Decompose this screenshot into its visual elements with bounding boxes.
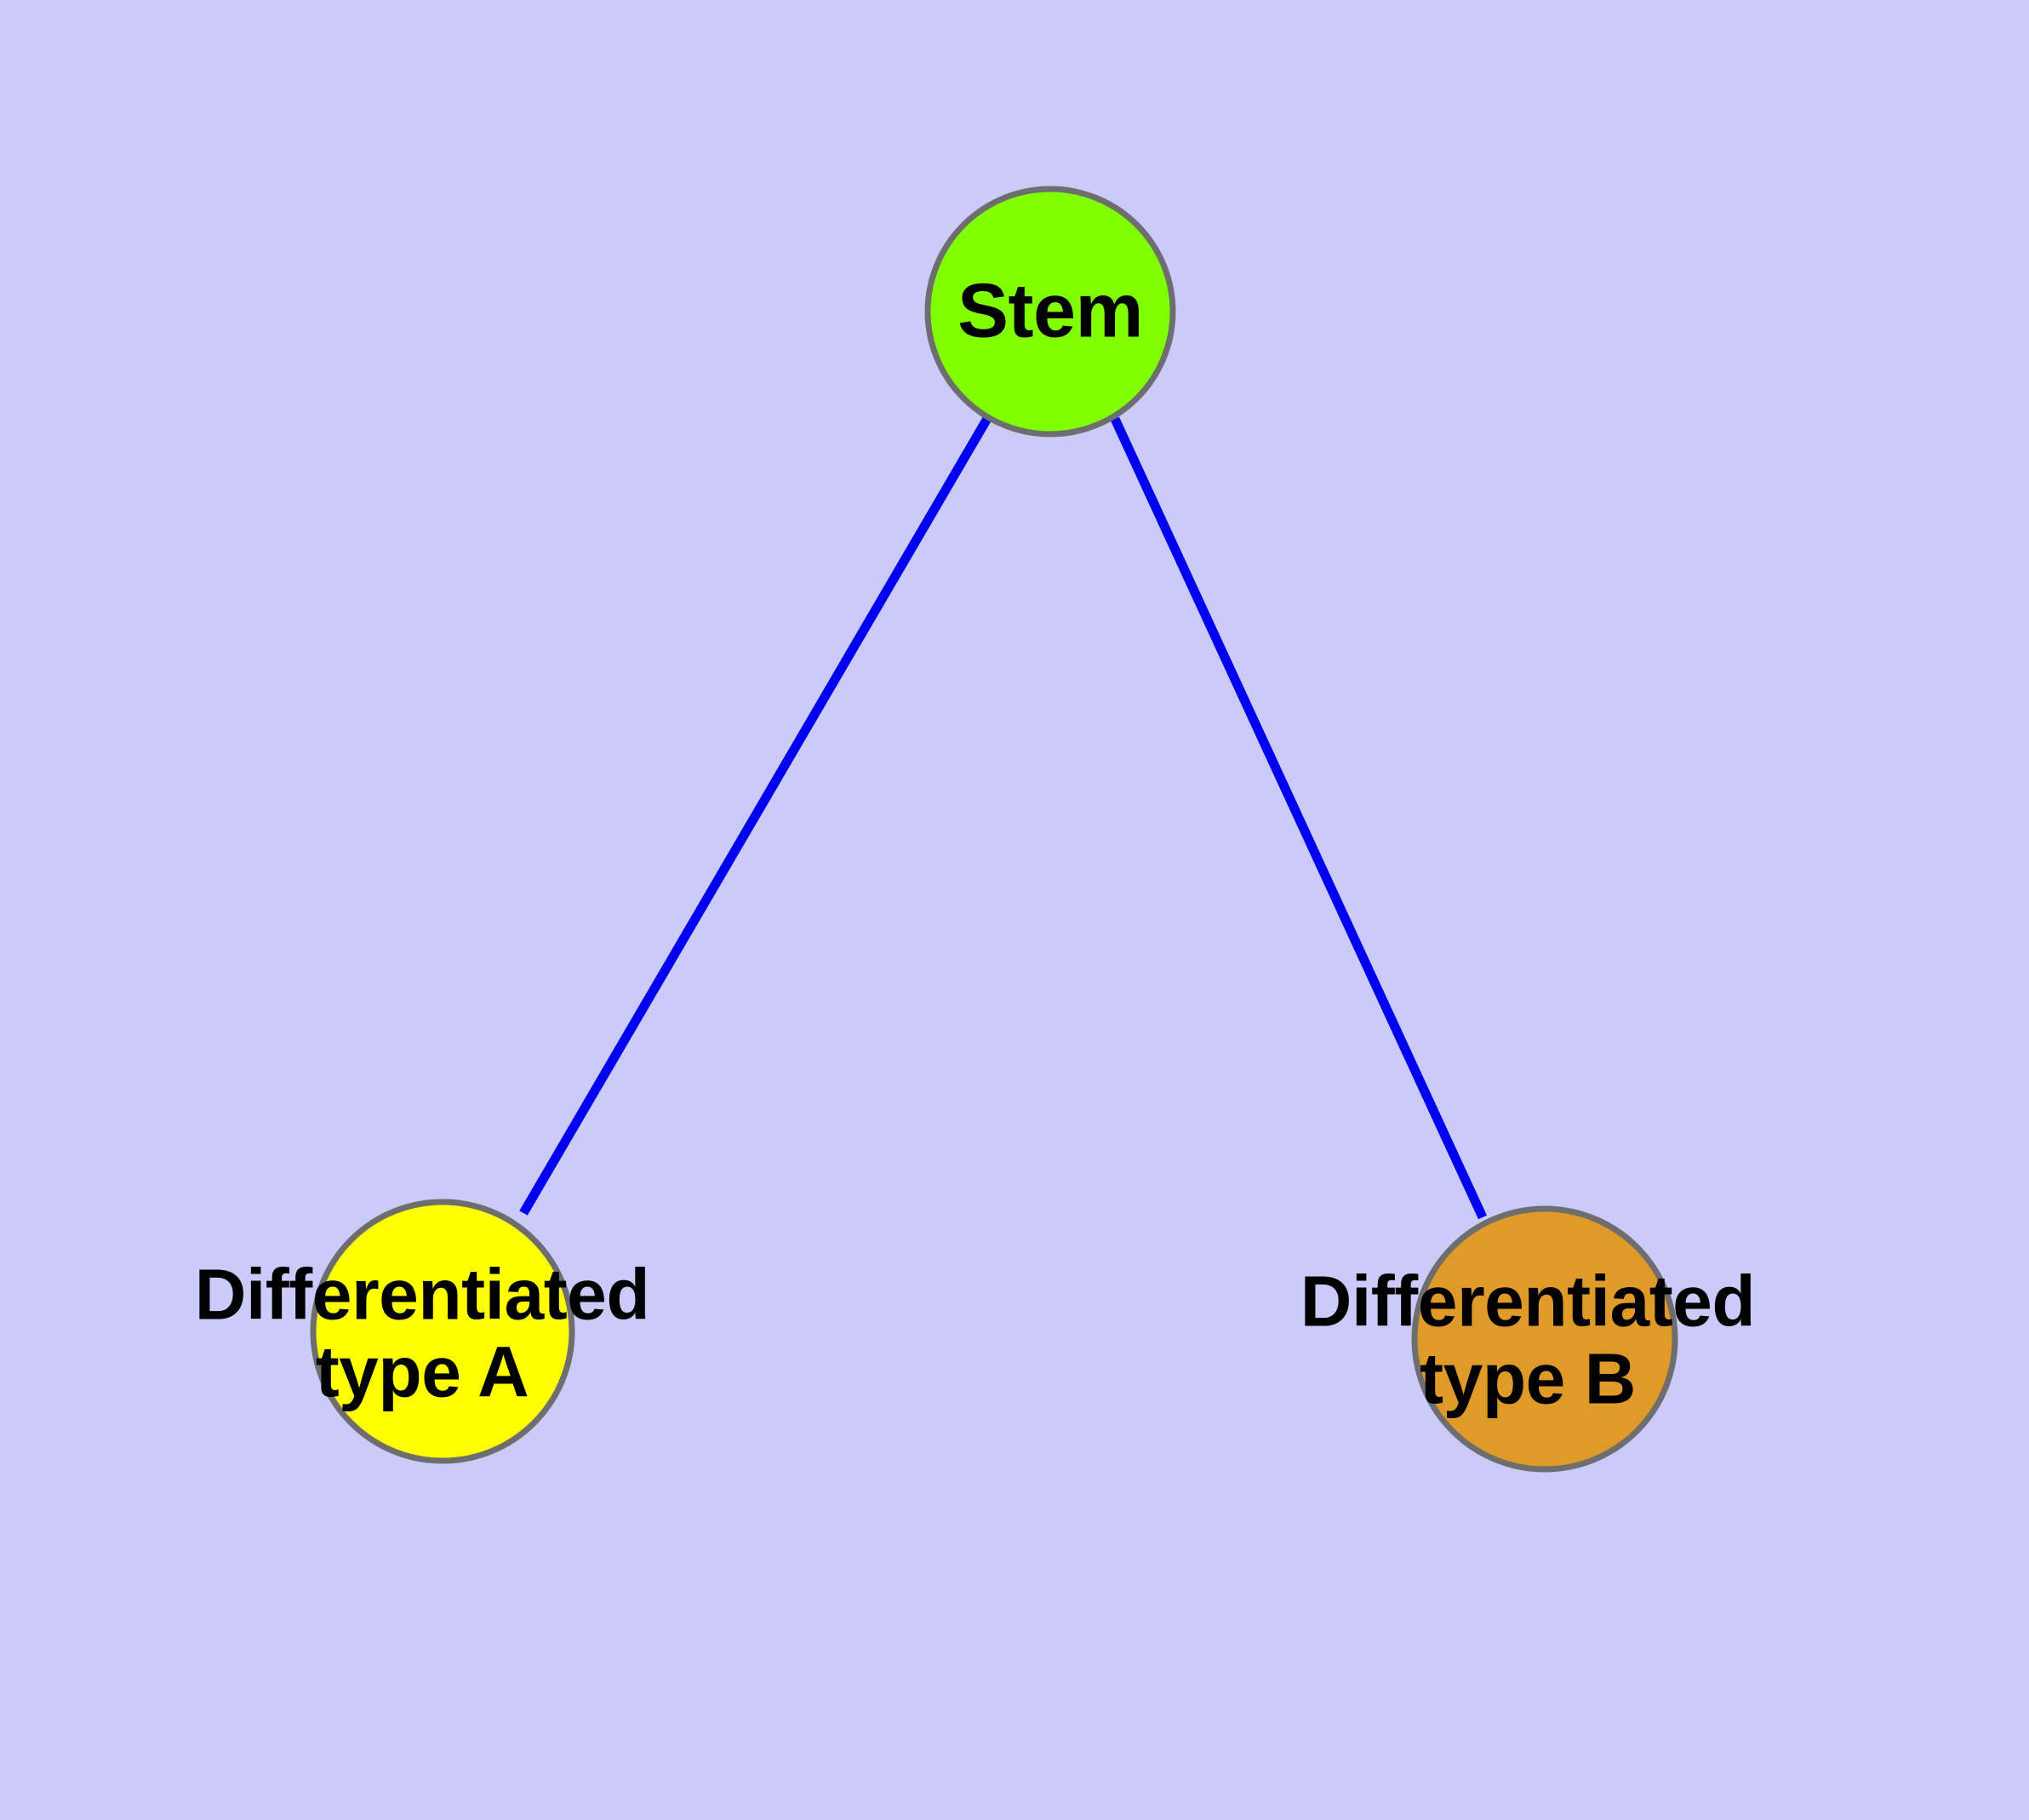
- edge-stem-to-differentiated-type-a[interactable]: [519, 415, 992, 1216]
- node-differentiated-type-b[interactable]: [1411, 1205, 1678, 1473]
- nodes-group: [310, 186, 1678, 1473]
- edges-group: [519, 415, 1487, 1220]
- node-differentiated-type-a[interactable]: [310, 1199, 575, 1464]
- node-stem[interactable]: [924, 186, 1176, 438]
- edge-stem-to-differentiated-type-b[interactable]: [1111, 416, 1487, 1220]
